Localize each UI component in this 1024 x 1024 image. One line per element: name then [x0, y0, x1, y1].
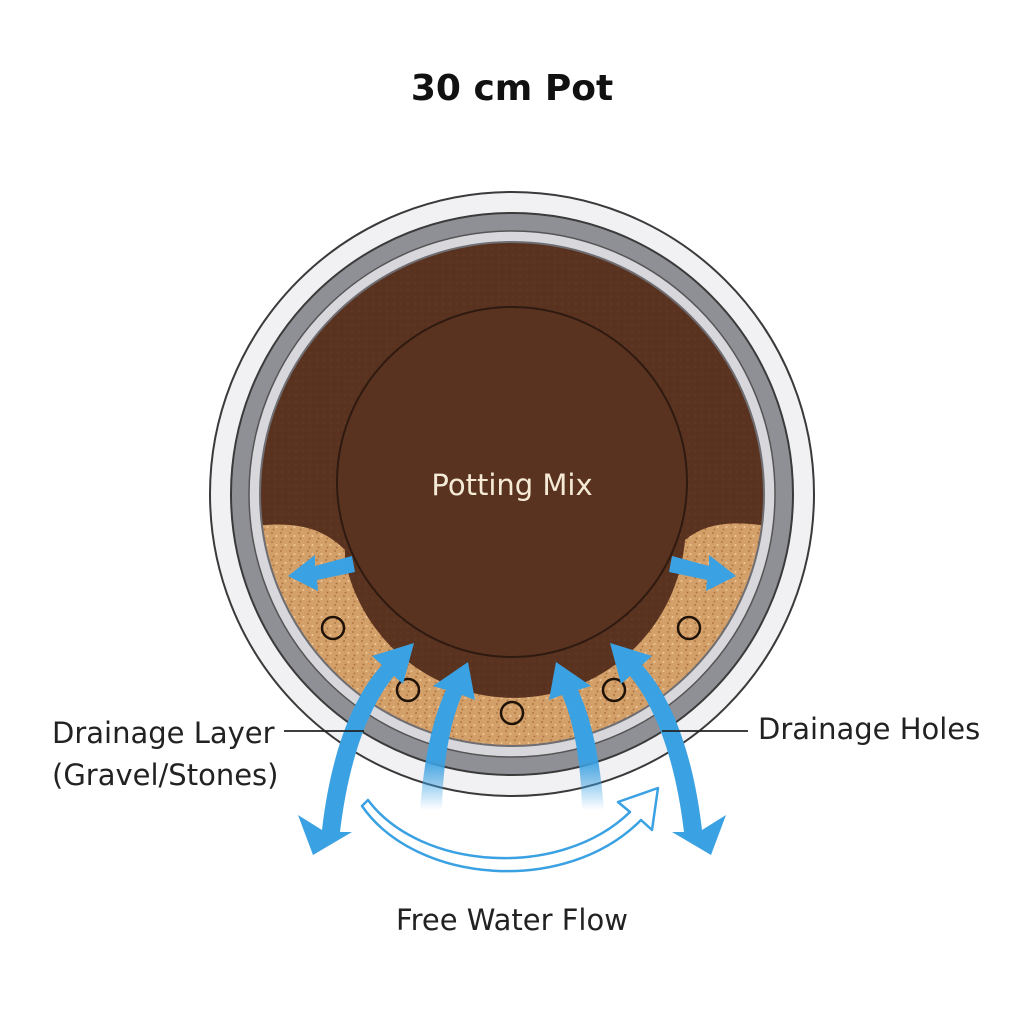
water-arrow-icon — [298, 643, 726, 855]
water-arrow-icon — [420, 662, 604, 810]
pot-inner-boundary — [259, 241, 765, 747]
drainage-hole-icon — [499, 700, 525, 726]
diagram-title: 30 cm Pot — [410, 68, 614, 109]
drainage-holes — [320, 615, 702, 726]
drainage-layer-label: Drainage Layer (Gravel/Stones) — [52, 712, 278, 796]
drainage-hole-icon — [320, 615, 346, 641]
free-water-flow-label: Free Water Flow — [396, 903, 628, 937]
drainage-hole-icon — [601, 677, 627, 703]
water-arrow-icon — [288, 555, 736, 591]
drainage-holes-label: Drainage Holes — [758, 712, 981, 746]
drainage-hole-icon — [676, 615, 702, 641]
potting-mix-disc — [336, 306, 688, 658]
potting-mix-label: Potting Mix — [431, 468, 593, 502]
drainage-layer-label-line2: (Gravel/Stones) — [52, 758, 279, 792]
drainage-hole-icon — [395, 677, 421, 703]
drainage-layer-label-line1: Drainage Layer — [52, 716, 275, 750]
flow-arrow-icon — [360, 786, 660, 873]
